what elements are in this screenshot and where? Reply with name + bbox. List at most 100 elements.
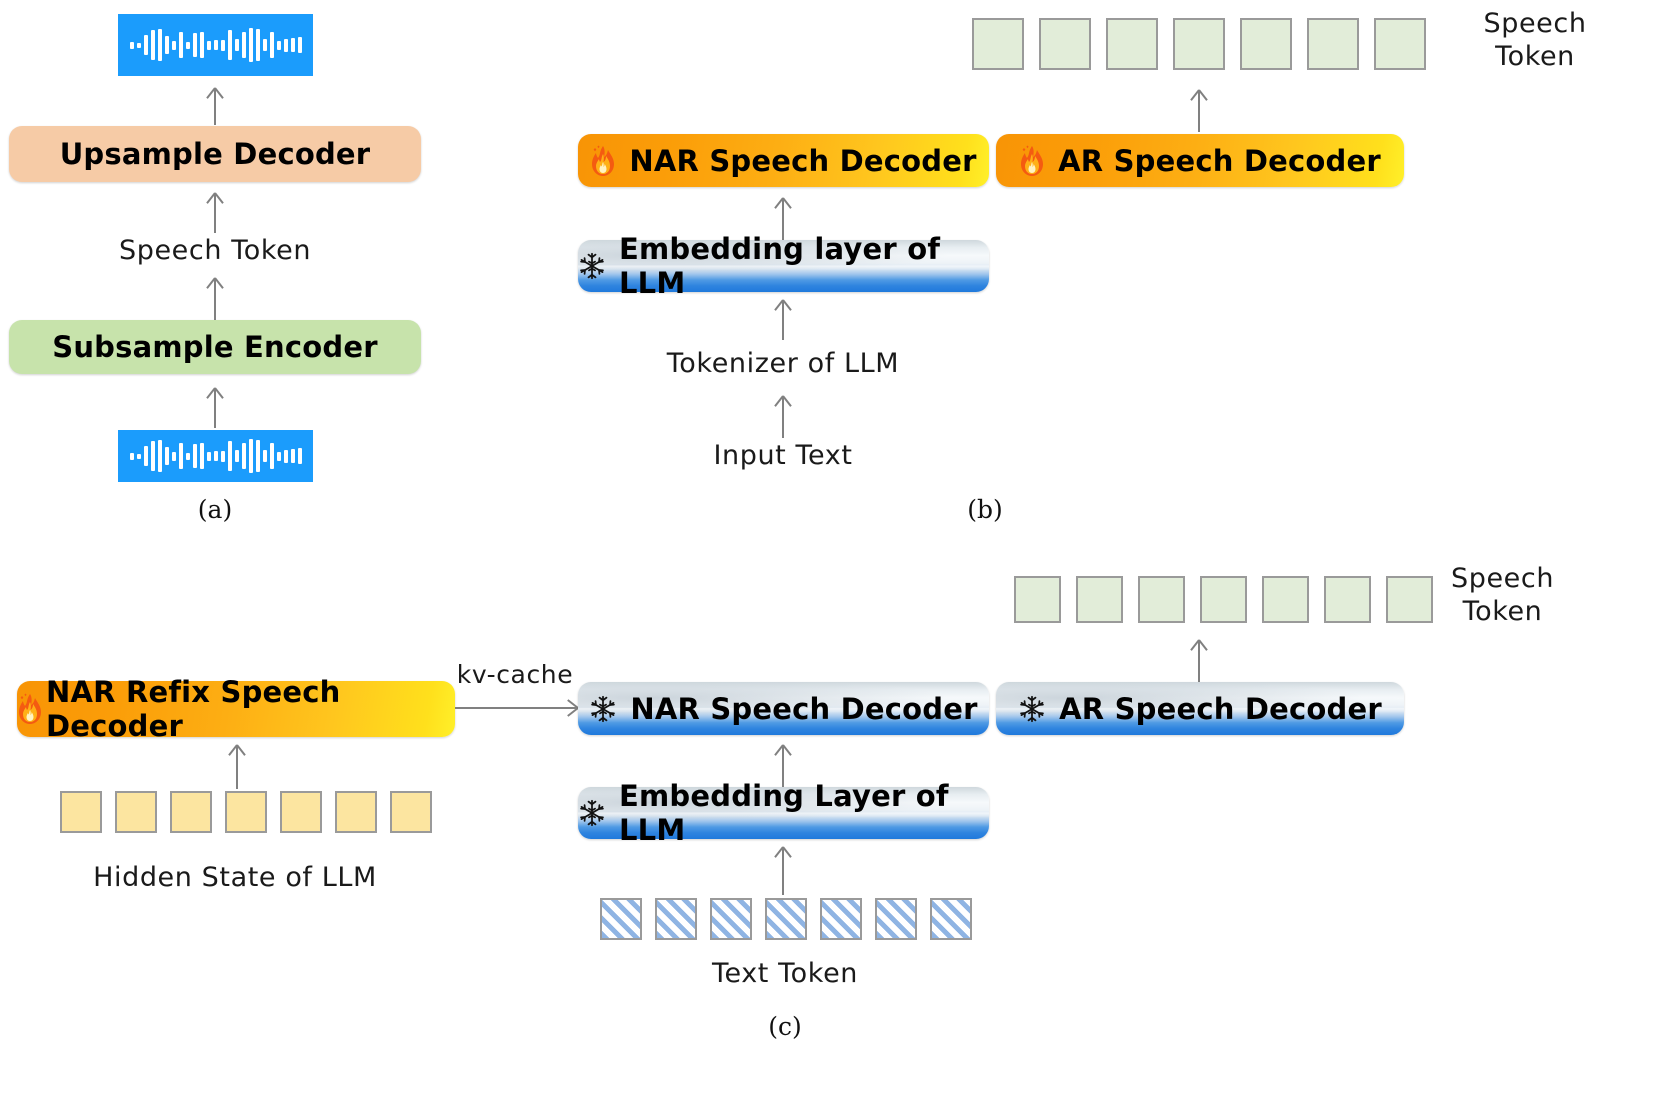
waveform-bar [297, 37, 302, 53]
panel-c-ar-decoder-label: AR Speech Decoder [1059, 691, 1382, 726]
fire-icon [17, 693, 43, 725]
waveform-bar [136, 453, 141, 459]
waveform-bar [276, 451, 281, 461]
panel-c-embedding-label: Embedding Layer of LLM [619, 779, 949, 847]
waveform-bar [157, 29, 162, 61]
hidden-state-box [225, 791, 267, 833]
waveform-bar [227, 441, 232, 471]
subsample-encoder-label: Subsample Encoder [52, 330, 378, 364]
speech-token-box [1138, 576, 1185, 623]
panel-c-speech-token-label: Speech Token [1380, 563, 1625, 629]
waveform-bar [234, 39, 239, 51]
text-token-box [710, 898, 752, 940]
panel-b-nar-speech-decoder: NAR Speech Decoder [578, 134, 989, 187]
snowflake-icon [1018, 695, 1046, 723]
panel-b-caption: (b) [967, 495, 1003, 524]
panel-c-nar-refix-speech-decoder: NAR Refix Speech Decoder [17, 675, 455, 743]
waveform-bar [241, 32, 246, 58]
panel-c-text-token-label: Text Token [711, 958, 858, 989]
speech-token-box [972, 18, 1024, 70]
fire-icon [590, 145, 616, 177]
waveform-bar [206, 451, 211, 461]
panel-c-text-token-row [600, 898, 972, 940]
upsample-decoder-block: Upsample Decoder [9, 126, 421, 182]
snowflake-icon [578, 252, 606, 280]
hidden-state-box [170, 791, 212, 833]
speech-token-box [1014, 576, 1061, 623]
panel-c-nar-decoder-label: NAR Speech Decoder [630, 691, 978, 726]
text-token-box [655, 898, 697, 940]
waveform-bar [185, 41, 190, 49]
panel-a-arrow-token-to-decoder [206, 192, 224, 233]
speech-token-box [1386, 576, 1433, 623]
hidden-state-box [390, 791, 432, 833]
panel-b-speech-token-row [972, 18, 1426, 70]
panel-b-embedding-layer: Embedding layer of LLM [578, 232, 989, 300]
waveform-bar [255, 440, 260, 472]
waveform-bar [192, 444, 197, 468]
waveform-bar [276, 40, 281, 50]
waveform-bar [262, 39, 267, 51]
waveform-bar [269, 443, 274, 469]
panel-c-refix-decoder-label: NAR Refix Speech Decoder [46, 675, 341, 743]
waveform-bar [234, 450, 239, 462]
waveform-bar [227, 30, 232, 60]
panel-c-arrow-hidden-to-refix [228, 744, 246, 789]
waveform-bar [290, 449, 295, 463]
waveform-bar [262, 450, 267, 462]
waveform-bar [283, 449, 288, 463]
upsample-decoder-label: Upsample Decoder [59, 137, 371, 171]
waveform-bar [164, 447, 169, 465]
waveform-bar [164, 36, 169, 54]
panel-b-arrow-input-to-tokenizer [774, 395, 792, 438]
panel-b-embedding-label: Embedding layer of LLM [619, 232, 941, 300]
waveform-bar [206, 40, 211, 50]
waveform-bar [213, 451, 218, 461]
text-token-box [765, 898, 807, 940]
panel-c-arrow-embedding-to-nar [774, 744, 792, 787]
panel-c-nar-speech-decoder: NAR Speech Decoder [578, 682, 989, 735]
text-token-box [600, 898, 642, 940]
speech-token-box [1307, 18, 1359, 70]
panel-c-embedding-layer: Embedding Layer of LLM [578, 779, 989, 847]
panel-c-arrow-texttoken-to-embedding [774, 846, 792, 895]
waveform-bar [129, 41, 134, 49]
snowflake-icon [578, 799, 606, 827]
waveform-bar [248, 28, 253, 62]
waveform-bar [241, 443, 246, 469]
panel-a-arrow-waveform-to-encoder [206, 387, 224, 428]
panel-c-arrow-kv-cache [455, 699, 579, 717]
hidden-state-box [280, 791, 322, 833]
waveform-bar [171, 40, 176, 50]
speech-token-box [1076, 576, 1123, 623]
waveform-bar [171, 451, 176, 461]
panel-a-arrow-decoder-to-waveform [206, 87, 224, 125]
speech-token-box [1039, 18, 1091, 70]
waveform-bar [290, 38, 295, 52]
panel-c-hidden-state-row [60, 791, 432, 833]
text-token-box [875, 898, 917, 940]
speech-token-box [1173, 18, 1225, 70]
panel-b-tokenizer-label: Tokenizer of LLM [666, 348, 900, 379]
panel-b-input-text-label: Input Text [713, 440, 853, 471]
panel-b-arrow-embedding-to-nar [774, 197, 792, 240]
waveform-bar [269, 32, 274, 58]
text-token-box [930, 898, 972, 940]
fire-icon [1019, 145, 1045, 177]
speech-token-box [1262, 576, 1309, 623]
panel-c-caption: (c) [768, 1012, 802, 1041]
waveform-bar [220, 450, 225, 462]
panel-b-ar-decoder-label: AR Speech Decoder [1058, 143, 1381, 178]
panel-b-nar-decoder-label: NAR Speech Decoder [629, 143, 977, 178]
panel-a-caption: (a) [197, 495, 233, 524]
speech-token-box [1106, 18, 1158, 70]
snowflake-icon [589, 695, 617, 723]
waveform-bar [220, 39, 225, 51]
panel-a-speech-token-label: Speech Token [118, 235, 312, 266]
waveform-bar [297, 448, 302, 464]
waveform-bar [199, 443, 204, 469]
speech-token-box [1374, 18, 1426, 70]
waveform-bar [178, 443, 183, 469]
speech-token-box [1200, 576, 1247, 623]
